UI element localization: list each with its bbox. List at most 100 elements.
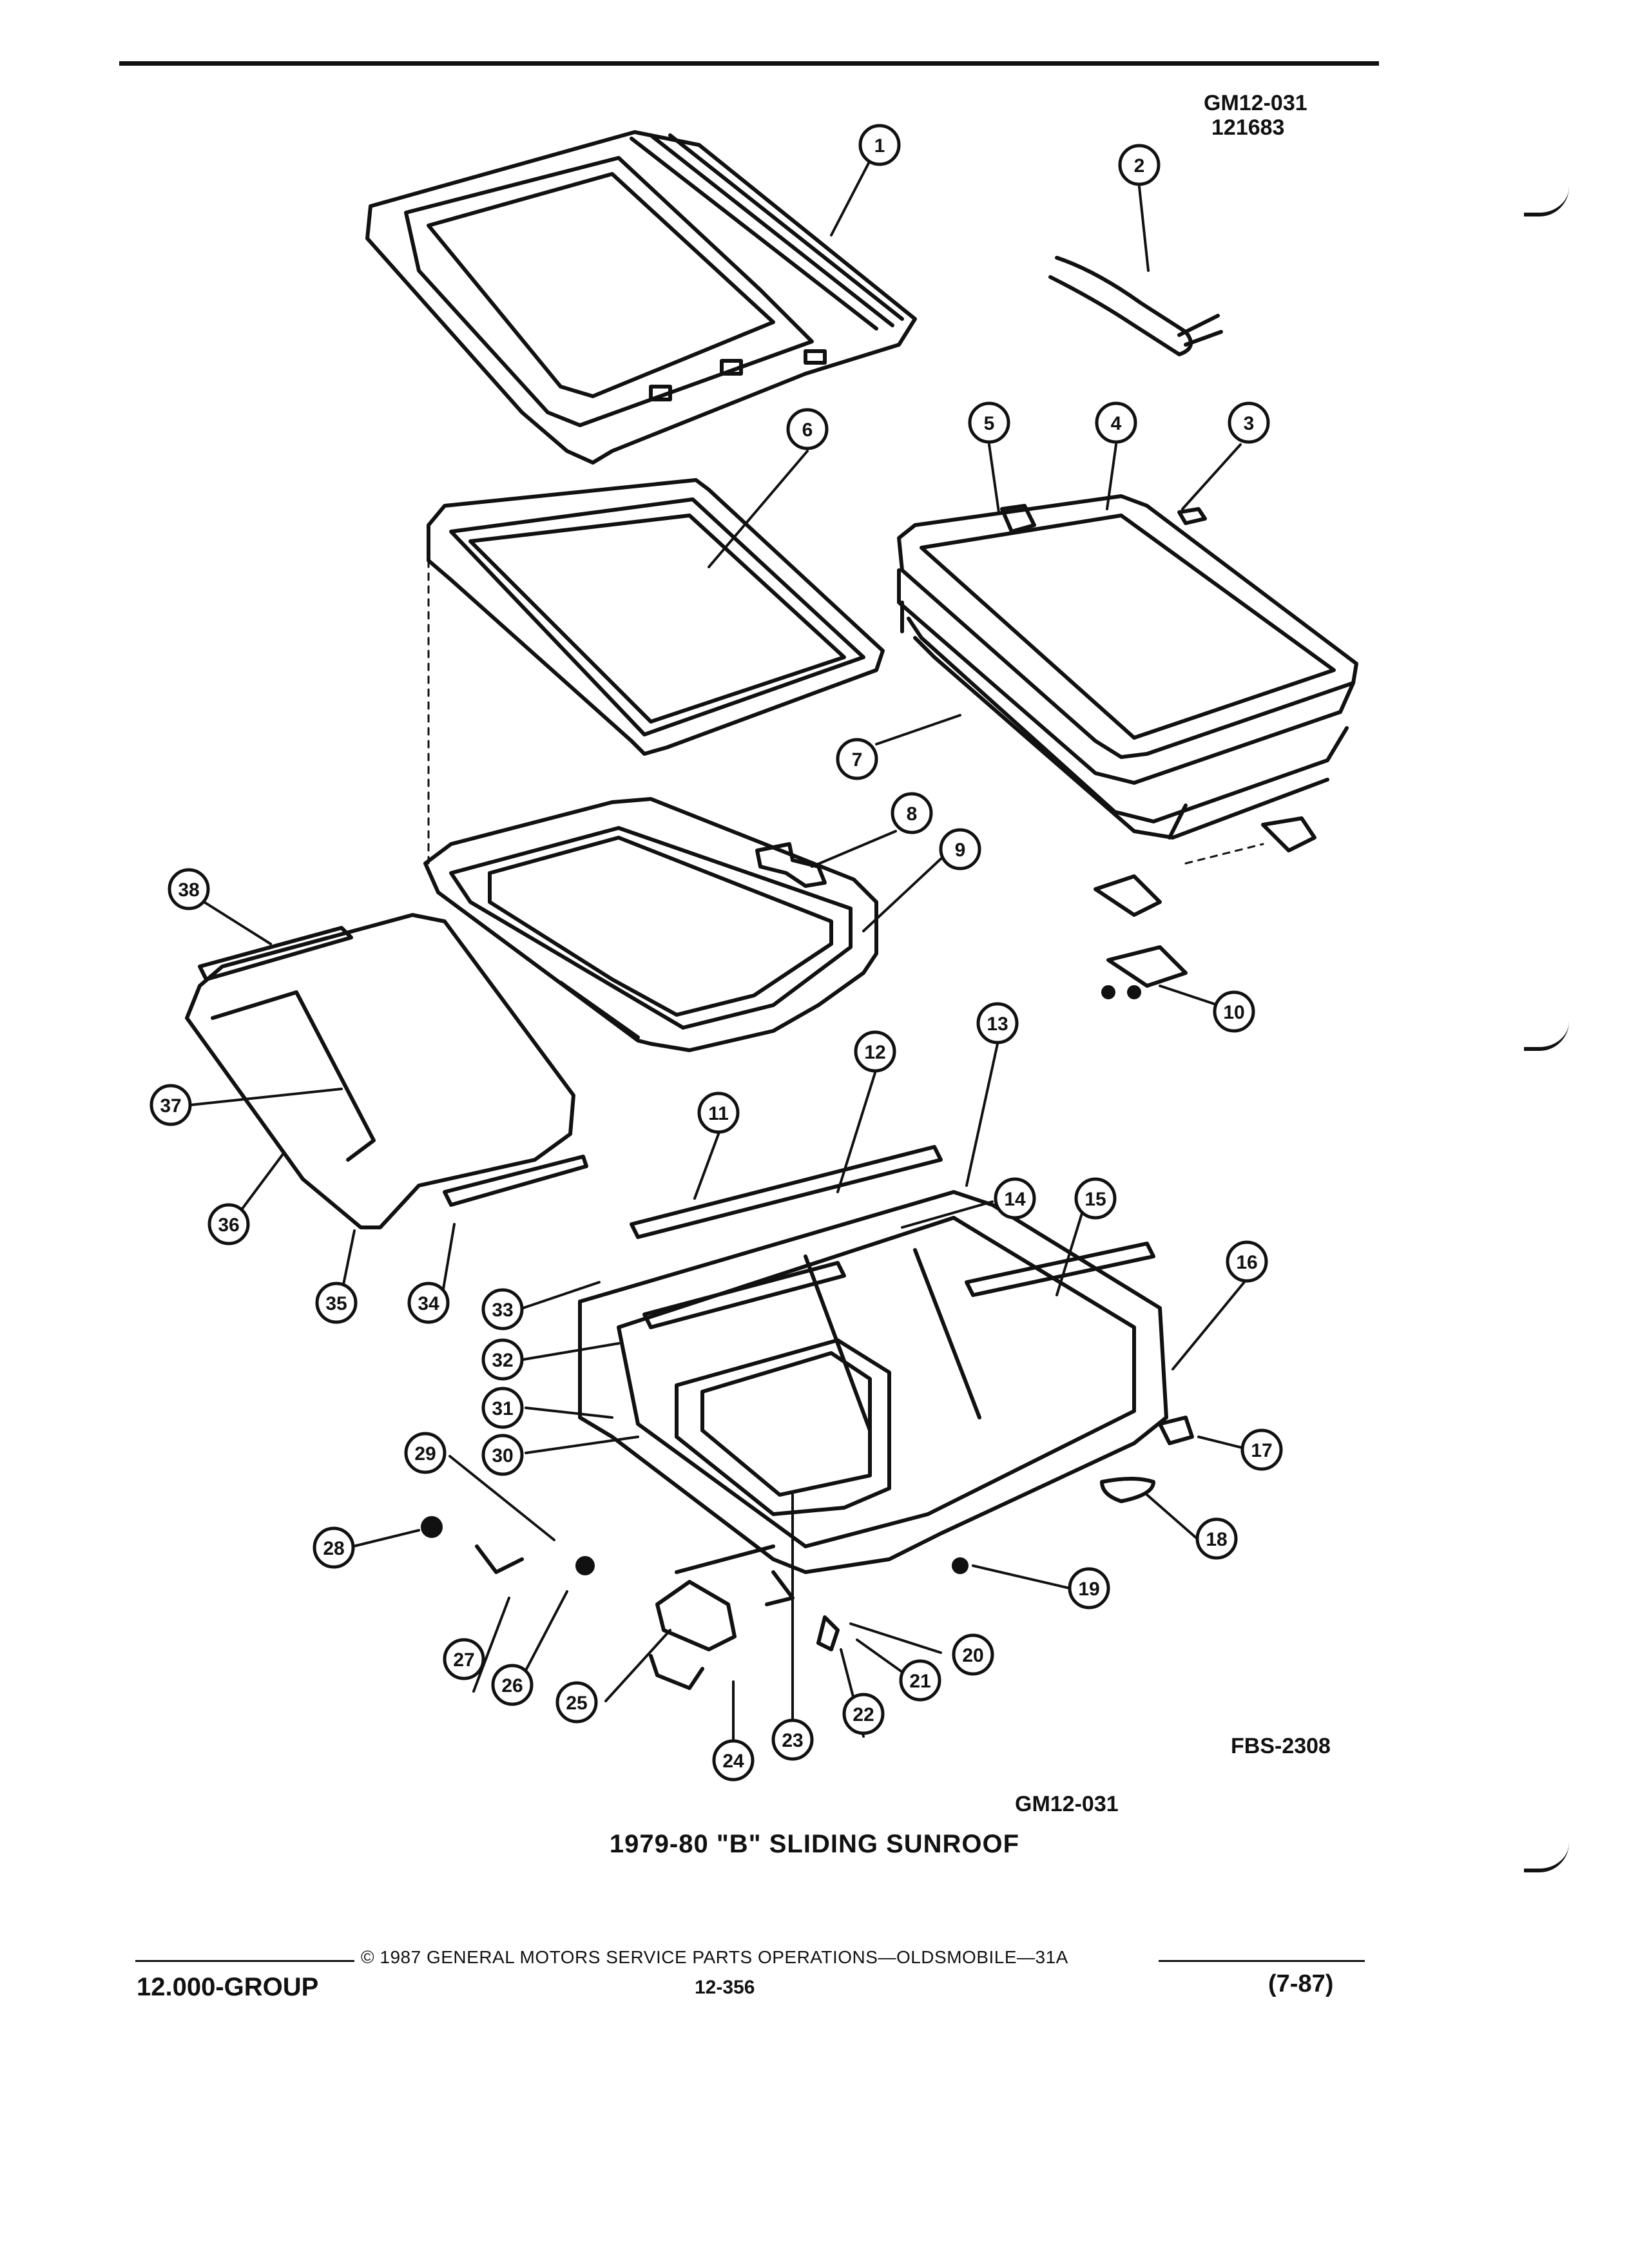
- callout-35: 35: [315, 1282, 358, 1324]
- svg-text:35: 35: [325, 1293, 347, 1314]
- callout-25: 25: [555, 1681, 598, 1724]
- callout-29: 29: [404, 1432, 447, 1474]
- callout-33: 33: [481, 1288, 524, 1331]
- callout-34: 34: [407, 1282, 450, 1324]
- svg-text:26: 26: [501, 1675, 523, 1696]
- callout-5: 5: [968, 401, 1010, 444]
- part-motor: [649, 1580, 737, 1690]
- svg-text:36: 36: [218, 1215, 239, 1236]
- page-number: 12-356: [695, 1977, 755, 1998]
- svg-text:31: 31: [492, 1398, 513, 1419]
- callout-10: 10: [1213, 990, 1255, 1033]
- svg-text:24: 24: [722, 1751, 744, 1772]
- svg-text:13: 13: [987, 1014, 1008, 1035]
- callout-30: 30: [481, 1434, 524, 1476]
- part-small-clips: [1000, 504, 1207, 533]
- callout-18: 18: [1195, 1517, 1238, 1560]
- svg-text:32: 32: [492, 1350, 513, 1371]
- callout-21: 21: [899, 1659, 941, 1702]
- svg-text:12: 12: [864, 1042, 885, 1063]
- leader-lines: [188, 147, 1251, 1754]
- part-headliner-panel: [185, 913, 588, 1229]
- callout-17: 17: [1240, 1428, 1283, 1471]
- construction-lines: [427, 559, 1264, 865]
- part-sunroof-panel-assembly: [897, 494, 1358, 840]
- callout-12: 12: [854, 1030, 896, 1073]
- svg-text:14: 14: [1004, 1189, 1026, 1210]
- svg-text:25: 25: [566, 1693, 587, 1714]
- part-sunroof-frame: [578, 1145, 1168, 1606]
- callout-14: 14: [994, 1177, 1036, 1220]
- callout-15: 15: [1074, 1177, 1117, 1220]
- figure-code: FBS-2308: [1231, 1734, 1331, 1758]
- svg-text:21: 21: [909, 1671, 930, 1692]
- svg-text:10: 10: [1223, 1002, 1244, 1023]
- top-rule: [119, 61, 1379, 66]
- svg-text:20: 20: [962, 1645, 983, 1666]
- svg-text:11: 11: [708, 1103, 729, 1124]
- part-hardware-outline: [475, 816, 1316, 1651]
- part-roof-panel: [365, 130, 917, 465]
- callout-32: 32: [481, 1338, 524, 1381]
- callout-1: 1: [858, 124, 901, 166]
- part-hardware: [421, 985, 1141, 1575]
- callout-31: 31: [481, 1387, 524, 1429]
- callout-24: 24: [712, 1739, 755, 1782]
- svg-text:1: 1: [874, 135, 885, 157]
- callout-26: 26: [491, 1664, 534, 1706]
- callout-36: 36: [207, 1203, 250, 1245]
- revision-date: (7-87): [1268, 1970, 1334, 1997]
- callout-19: 19: [1068, 1567, 1110, 1610]
- callout-22: 22: [842, 1693, 885, 1735]
- svg-text:18: 18: [1206, 1529, 1227, 1550]
- callout-2: 2: [1118, 144, 1161, 186]
- group-label: 12.000-GROUP: [137, 1973, 319, 2001]
- svg-text:28: 28: [323, 1538, 344, 1559]
- svg-text:22: 22: [853, 1704, 874, 1725]
- footer-rule-right: [1159, 1960, 1365, 1962]
- copyright-line: © 1987 GENERAL MOTORS SERVICE PARTS OPER…: [361, 1947, 1068, 1967]
- part-hose: [1048, 256, 1223, 356]
- svg-text:8: 8: [907, 803, 918, 825]
- svg-text:29: 29: [414, 1443, 436, 1465]
- svg-text:19: 19: [1078, 1579, 1099, 1600]
- svg-text:7: 7: [852, 749, 863, 771]
- part-bracket: [755, 842, 827, 888]
- svg-text:17: 17: [1251, 1440, 1272, 1461]
- callout-37: 37: [149, 1084, 192, 1126]
- svg-text:6: 6: [802, 419, 813, 441]
- svg-text:34: 34: [418, 1293, 439, 1314]
- binding-mark: [1524, 187, 1569, 216]
- svg-text:33: 33: [492, 1300, 513, 1321]
- svg-text:37: 37: [160, 1095, 181, 1117]
- footer-rule-left: [135, 1960, 354, 1962]
- callout-28: 28: [313, 1526, 355, 1569]
- binding-mark: [1524, 1021, 1569, 1051]
- svg-text:4: 4: [1111, 413, 1122, 434]
- svg-text:38: 38: [178, 879, 199, 901]
- svg-text:15: 15: [1084, 1189, 1106, 1210]
- svg-text:30: 30: [492, 1445, 513, 1466]
- svg-text:27: 27: [453, 1649, 474, 1671]
- callout-23: 23: [771, 1718, 814, 1761]
- part-seal-frame: [423, 797, 878, 1052]
- svg-text:2: 2: [1134, 155, 1145, 177]
- top-code: GM12-031: [1204, 91, 1307, 115]
- callout-4: 4: [1095, 401, 1137, 444]
- callout-7: 7: [836, 738, 878, 780]
- callout-6: 6: [786, 408, 829, 450]
- callout-11: 11: [697, 1091, 740, 1134]
- callout-13: 13: [976, 1002, 1019, 1044]
- bottom-code: GM12-031: [1015, 1792, 1119, 1816]
- callout-3: 3: [1228, 401, 1270, 444]
- callout-20: 20: [952, 1633, 994, 1676]
- diagram-title: 1979-80 "B" SLIDING SUNROOF: [609, 1830, 1020, 1858]
- svg-text:16: 16: [1236, 1252, 1257, 1273]
- svg-text:5: 5: [984, 413, 995, 434]
- svg-text:23: 23: [782, 1730, 803, 1751]
- part-glass-panel: [427, 478, 885, 756]
- svg-text:9: 9: [955, 840, 966, 861]
- callout-27: 27: [443, 1638, 485, 1680]
- callout-9: 9: [939, 828, 981, 870]
